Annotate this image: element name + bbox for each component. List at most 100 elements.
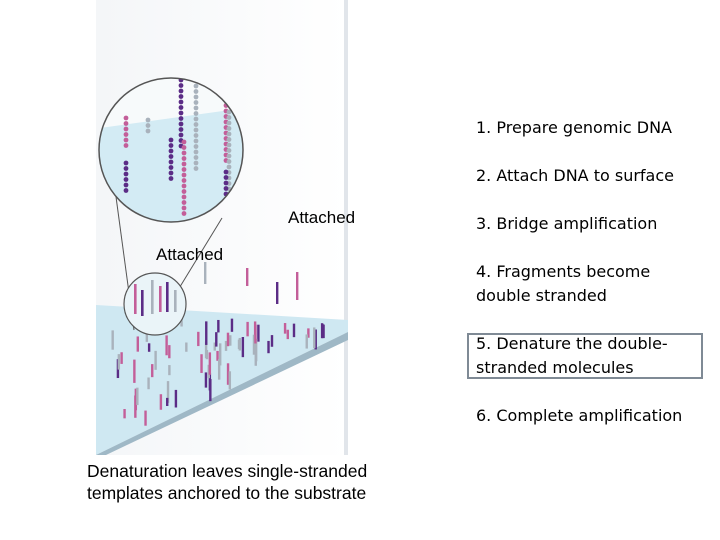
dna-strand xyxy=(120,352,123,364)
dna-strand xyxy=(314,329,317,350)
dna-bead xyxy=(181,167,187,172)
dna-strand xyxy=(165,335,168,356)
dna-strand xyxy=(174,290,177,312)
dna-strand xyxy=(286,329,289,340)
dna-bead xyxy=(123,137,129,143)
panel-right-edge xyxy=(344,0,348,455)
dna-strand xyxy=(252,334,256,355)
dna-strand xyxy=(111,330,114,350)
dna-strand xyxy=(123,409,126,419)
dna-strand xyxy=(151,280,154,314)
dna-strand xyxy=(226,363,230,385)
dna-bead xyxy=(193,138,199,144)
dna-strand xyxy=(159,394,163,410)
dna-strand xyxy=(246,268,249,286)
attached-label-upper: Attached xyxy=(288,208,356,227)
dna-strand xyxy=(166,397,169,406)
dna-strand xyxy=(229,335,232,346)
step-5-highlight-box xyxy=(467,333,703,379)
dna-strand xyxy=(305,334,308,349)
dna-strand xyxy=(213,342,216,351)
dna-strand xyxy=(136,387,139,406)
dna-strand xyxy=(159,286,162,312)
dna-bead xyxy=(226,164,232,170)
dna-strand xyxy=(168,345,171,359)
dna-bead xyxy=(181,172,187,178)
magnified-view-circle xyxy=(98,77,244,223)
step-3: 3. Bridge amplification xyxy=(476,214,658,233)
dna-bead xyxy=(123,143,129,148)
dna-bead xyxy=(178,105,184,110)
dna-bead xyxy=(226,142,232,148)
dna-bead xyxy=(223,180,229,186)
dna-bead xyxy=(168,170,174,176)
step-6: 6. Complete amplification xyxy=(476,406,683,425)
step-5-line-2: stranded molecules xyxy=(476,358,634,377)
dna-bead xyxy=(123,115,129,121)
dna-strand xyxy=(276,282,279,304)
dna-bead xyxy=(181,183,187,189)
substrate-surface xyxy=(96,305,348,455)
dna-strand xyxy=(254,324,257,344)
dna-strand xyxy=(147,343,151,352)
dna-strand xyxy=(136,336,140,352)
dna-strand xyxy=(217,359,221,380)
dna-bead xyxy=(123,166,129,171)
dna-strand xyxy=(307,328,310,338)
dna-strand xyxy=(144,410,147,426)
surface-strands xyxy=(111,262,325,426)
dna-bead xyxy=(178,83,184,88)
dna-strand xyxy=(224,340,228,351)
dna-bead xyxy=(193,100,199,105)
dna-strand xyxy=(204,372,208,388)
dna-bead xyxy=(181,189,187,194)
dna-bead xyxy=(193,127,199,133)
dna-strand xyxy=(134,388,138,411)
dna-strand xyxy=(197,331,200,347)
dna-bead xyxy=(193,155,199,160)
substrate-edge xyxy=(96,332,348,455)
step-4: 4. Fragments become double stranded xyxy=(476,260,650,308)
dna-strand xyxy=(219,343,222,366)
dna-strand xyxy=(270,335,274,347)
dna-bead xyxy=(226,131,232,137)
dna-bead xyxy=(123,121,129,126)
dna-strand xyxy=(133,359,136,383)
dna-strand xyxy=(117,354,121,370)
dna-strand xyxy=(217,319,220,333)
dna-bead xyxy=(168,159,174,165)
dna-bead xyxy=(226,153,232,159)
dna-strand xyxy=(230,318,234,332)
dna-bead xyxy=(226,115,232,120)
dna-bead xyxy=(181,205,187,211)
dna-bead xyxy=(193,105,199,111)
dna-strand xyxy=(209,378,212,402)
dna-bead xyxy=(181,156,187,161)
dna-strand xyxy=(208,352,212,375)
dna-bead xyxy=(193,122,199,127)
dna-bead xyxy=(123,160,129,166)
dna-strand xyxy=(215,332,218,347)
zoom-connector-line-right xyxy=(177,217,223,291)
dna-strand xyxy=(283,323,287,334)
dna-bead xyxy=(181,211,187,216)
dna-strand xyxy=(151,364,154,378)
dna-strand xyxy=(174,389,178,408)
dna-bead xyxy=(178,99,184,105)
dna-bead xyxy=(178,88,184,94)
dna-strand xyxy=(237,339,241,350)
dna-strand xyxy=(200,354,203,373)
dna-strand xyxy=(168,365,171,376)
dna-bead xyxy=(168,154,174,159)
dna-bead xyxy=(226,137,232,142)
step-4-line-1: 4. Fragments become xyxy=(476,262,651,281)
dna-strand xyxy=(292,323,296,338)
dna-strand xyxy=(246,321,249,337)
step-4-line-2: double stranded xyxy=(476,286,607,305)
step-5: 5. Denature the double- stranded molecul… xyxy=(476,332,668,380)
dna-bead xyxy=(193,144,199,149)
dna-bead xyxy=(193,133,199,138)
dna-bead xyxy=(123,132,129,137)
dna-bead xyxy=(145,123,151,128)
dna-strand xyxy=(147,377,150,390)
